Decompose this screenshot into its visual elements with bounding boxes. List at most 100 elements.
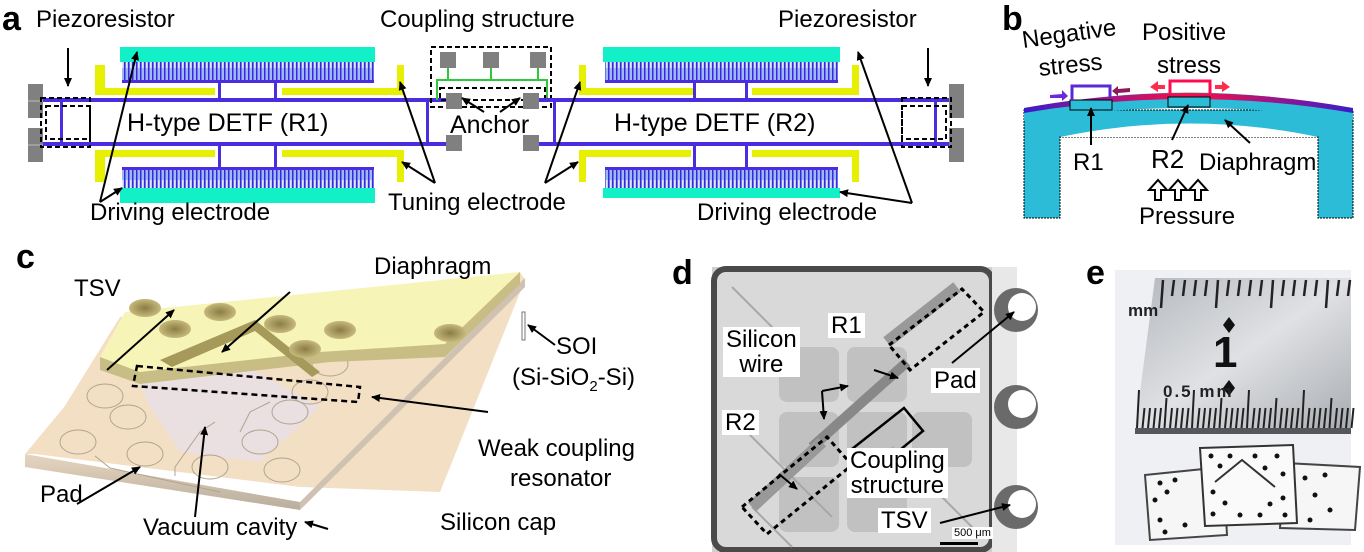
ruler-tick	[1147, 407, 1151, 429]
ruler-tick	[1174, 407, 1179, 429]
label-weak-coupling: Weak coupling	[478, 435, 635, 462]
label-vacuum-cavity: Vacuum cavity	[143, 514, 298, 541]
ruler-tick	[1269, 279, 1275, 309]
ruler-tick	[1313, 279, 1319, 297]
tuning-electrode-r1-bl	[95, 150, 215, 182]
scale-bar	[940, 542, 978, 545]
label-resonator: resonator	[510, 465, 612, 492]
pressure-arrow-icon	[1186, 178, 1210, 201]
soi-detail-subscript: 2	[589, 377, 598, 395]
tsv-pads-column	[994, 288, 1038, 529]
ruler-tick	[1328, 397, 1333, 429]
chip-front	[1198, 443, 1299, 528]
ruler-tick	[1339, 407, 1344, 429]
ruler-tick	[1350, 407, 1355, 429]
ruler-tick	[1324, 279, 1330, 309]
compress-arrow-right	[1112, 86, 1130, 96]
ruler-tick	[1235, 407, 1239, 429]
tuning-electrode-r1-tl	[95, 65, 215, 95]
anchor-center-bl	[446, 135, 462, 151]
ruler-tick	[1346, 279, 1352, 297]
stress-gradient-layer	[1024, 93, 1353, 113]
ruler-tick	[1317, 407, 1322, 429]
ruler-tick	[1169, 407, 1173, 429]
device-3d-illustration	[25, 272, 556, 530]
label-scale-bar: 500 μm	[952, 527, 993, 539]
label-driving-electrode-left: Driving electrode	[90, 199, 271, 226]
r1-dashed-box	[886, 286, 987, 373]
pressure-arrow-icon	[1146, 178, 1170, 201]
pressure-arrow-icon	[1166, 178, 1190, 201]
ruler-tick	[1251, 407, 1256, 429]
coupling-line2: structure	[850, 472, 945, 500]
ruler-tick	[1202, 407, 1206, 429]
ruler-tick	[1258, 279, 1264, 297]
soi-detail-prefix: (Si-SiO	[512, 364, 590, 391]
label-pad-c: Pad	[40, 481, 83, 508]
ruler-tick	[1180, 407, 1184, 429]
ruler-number: 1	[1213, 328, 1238, 377]
label-tuning-electrode: Tuning electrode	[388, 189, 566, 216]
label-anchor: Anchor	[450, 111, 530, 139]
label-pressure: Pressure	[1139, 203, 1236, 230]
ruler-tick	[1334, 407, 1338, 429]
silicon-wire-line2: wire	[739, 351, 784, 379]
ruler-tick	[1345, 407, 1349, 429]
coupling-structure	[430, 46, 552, 151]
diaphragm-cross-section	[1023, 79, 1354, 219]
anchor-center-tr	[523, 93, 539, 109]
ruler-tick	[1207, 407, 1212, 429]
resonator-r2	[549, 47, 964, 198]
diaphragm-trench-right	[250, 320, 320, 377]
ruler-tick	[1306, 407, 1311, 429]
ruler-tick	[1229, 407, 1234, 429]
ruler-unit-top: mm	[1128, 301, 1159, 320]
tuning-electrode-r1-br	[282, 150, 404, 182]
ruler-tick	[1158, 407, 1162, 429]
ruler-tick	[1191, 389, 1195, 429]
chips	[1143, 443, 1362, 542]
panel-letter-e: e	[1086, 254, 1105, 292]
ruler-tick	[1312, 407, 1316, 429]
comb-fingers-r1-top	[122, 62, 374, 82]
ruler-unit-bottom: 0.5 mm	[1163, 382, 1234, 401]
panel-letter-a: a	[2, 0, 21, 38]
ruler-tick	[1224, 407, 1228, 429]
silicon-cap-side	[25, 454, 300, 510]
label-coupling-structure: Coupling structure	[380, 6, 575, 33]
label-positive: Positive	[1142, 19, 1227, 46]
label-diaphragm-c: Diaphragm	[374, 253, 492, 280]
label-piezoresistor-left: Piezoresistor	[36, 6, 175, 33]
weak-coupling-box	[131, 364, 362, 404]
soi-detail-suffix: -Si)	[597, 364, 636, 391]
ruler-tick	[1280, 279, 1286, 297]
ruler-tick	[1290, 407, 1294, 429]
label-diaphragm-b: Diaphragm	[1199, 149, 1317, 176]
label-silicon-cap: Silicon cap	[440, 509, 557, 536]
driving-electrode-r1-bottom	[120, 188, 375, 203]
ruler-tick	[1192, 279, 1198, 297]
ruler-tick	[1185, 407, 1190, 429]
ruler-tick	[1257, 407, 1261, 429]
panel-letter-c: c	[16, 238, 35, 276]
panel-letter-b: b	[1002, 0, 1023, 38]
ruler-tick	[1301, 389, 1305, 429]
ruler-tick	[1268, 407, 1272, 429]
ruler-tick	[1323, 407, 1327, 429]
ruler-tick	[1213, 407, 1217, 429]
ruler-tick	[1247, 279, 1253, 297]
label-pad-d: Pad	[931, 368, 980, 393]
tuning-electrode-r1-tr	[282, 65, 404, 95]
ruler-tick	[1262, 407, 1267, 429]
ruler-tick	[1214, 279, 1220, 309]
label-positive-stress: stress	[1157, 52, 1222, 79]
ruler-ticks-bottom	[1136, 389, 1355, 429]
ruler-tick	[1225, 279, 1231, 297]
vacuum-cavity	[130, 357, 320, 462]
resonator-r1	[28, 47, 450, 203]
driving-electrode-r1-top	[120, 47, 375, 62]
ruler-tick	[1181, 279, 1187, 297]
ruler-tick	[1236, 279, 1242, 297]
tension-arrow-right	[1215, 81, 1230, 92]
